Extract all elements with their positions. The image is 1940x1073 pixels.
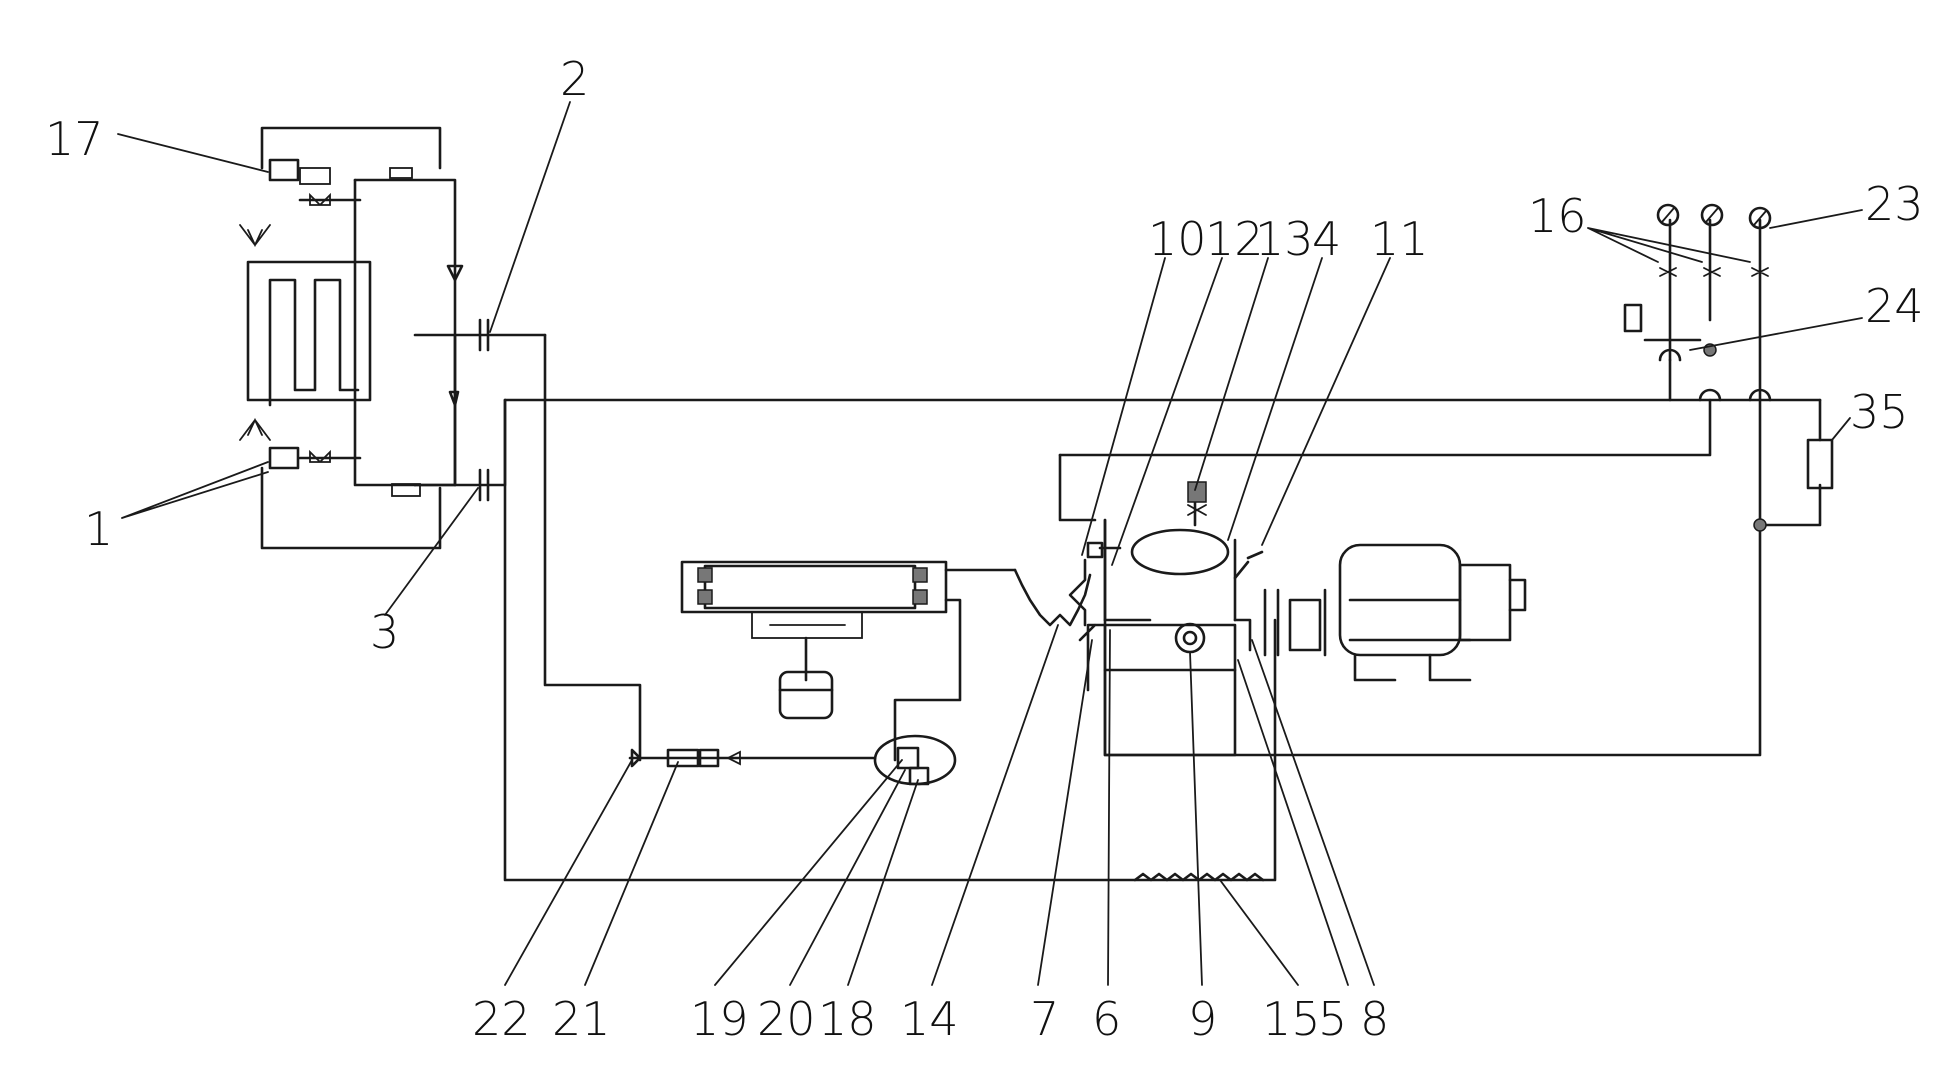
label-2: 2 [560,52,589,106]
liquid-line [628,734,957,786]
label-19: 19 [690,992,749,1046]
label-5: 5 [1318,992,1347,1046]
condenser [680,560,1017,762]
label-14: 14 [900,992,959,1046]
label-22: 22 [472,992,531,1046]
label-16: 16 [1528,189,1587,243]
vibration-hose [1013,568,1092,627]
label-6: 6 [1092,992,1121,1046]
label-18: 18 [818,992,877,1046]
label-21: 21 [552,992,611,1046]
pipe-network [486,218,1822,882]
label-1: 1 [84,502,113,556]
leader-lines [117,101,1863,986]
label-4: 4 [1312,212,1341,266]
label-3: 3 [370,605,399,659]
label-15: 15 [1262,992,1321,1046]
callout-labels: 17 2 1 3 10 12 13 4 11 16 23 24 35 22 21… [45,52,1924,1046]
label-13: 13 [1255,212,1314,266]
label-12: 12 [1205,212,1264,266]
label-24: 24 [1865,279,1924,333]
label-8: 8 [1360,992,1389,1046]
label-9: 9 [1188,992,1217,1046]
evaporator-unit [239,126,547,550]
gauge-panel [1623,203,1834,532]
label-23: 23 [1865,177,1924,231]
label-10: 10 [1148,212,1207,266]
label-17: 17 [45,112,104,166]
label-20: 20 [757,992,816,1046]
label-35: 35 [1850,385,1909,439]
label-11: 11 [1370,212,1429,266]
label-7: 7 [1030,992,1059,1046]
compressor-unit [1068,481,1527,757]
